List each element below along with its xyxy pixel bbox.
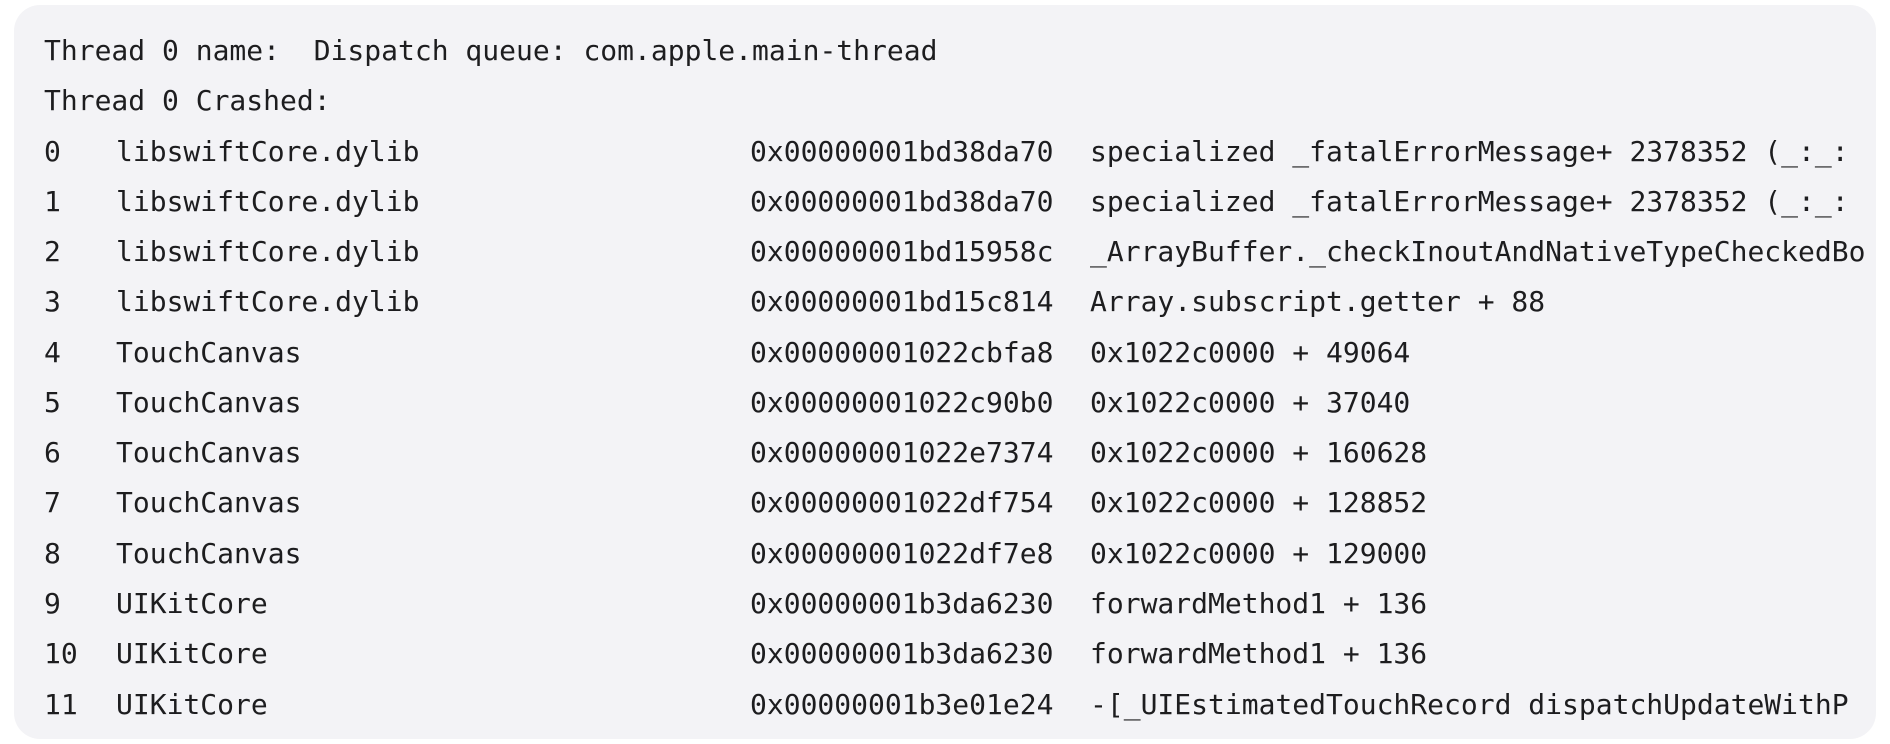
frame-image: UIKitCore (116, 637, 268, 670)
frame-address: 0x00000001022cbfa8 (750, 336, 1054, 369)
frame-image: UIKitCore (116, 587, 268, 620)
stack-frame-row: 10 UIKitCore 0x00000001b3da6230 forwardM… (44, 637, 1876, 671)
frame-address: 0x00000001bd15c814 (750, 285, 1054, 318)
frame-index: 0 (44, 135, 61, 168)
frame-index: 9 (44, 587, 61, 620)
frame-symbol: specialized _fatalErrorMessage+ 2378352 … (1090, 185, 1849, 218)
frame-index: 8 (44, 537, 61, 570)
crash-log-code-block: Thread 0 name: Dispatch queue: com.apple… (14, 5, 1876, 739)
frame-symbol: forwardMethod1 + 136 (1090, 637, 1428, 670)
stack-frame-row: 4 TouchCanvas 0x00000001022cbfa8 0x1022c… (44, 336, 1876, 370)
stack-frame-row: 8 TouchCanvas 0x00000001022df7e8 0x1022c… (44, 537, 1876, 571)
frame-index: 11 (44, 688, 78, 721)
frame-image: TouchCanvas (116, 386, 302, 419)
frame-image: libswiftCore.dylib (116, 135, 420, 168)
frame-address: 0x00000001022df7e8 (750, 537, 1054, 570)
frame-address: 0x00000001b3da6230 (750, 637, 1054, 670)
frame-index: 5 (44, 386, 61, 419)
frame-image: TouchCanvas (116, 336, 302, 369)
stack-frame-row: 3 libswiftCore.dylib 0x00000001bd15c814 … (44, 285, 1876, 319)
frame-symbol: -[_UIEstimatedTouchRecord dispatchUpdate… (1090, 688, 1849, 721)
frame-symbol: 0x1022c0000 + 37040 (1090, 386, 1411, 419)
frame-address: 0x00000001022df754 (750, 486, 1054, 519)
frame-index: 3 (44, 285, 61, 318)
stack-frame-row: 1 libswiftCore.dylib 0x00000001bd38da70 … (44, 185, 1876, 219)
frame-symbol: specialized _fatalErrorMessage+ 2378352 … (1090, 135, 1849, 168)
frame-index: 2 (44, 235, 61, 268)
stack-frame-row: 11 UIKitCore 0x00000001b3e01e24 -[_UIEst… (44, 688, 1876, 722)
stack-frame-row: 2 libswiftCore.dylib 0x00000001bd15958c … (44, 235, 1876, 269)
frame-index: 10 (44, 637, 78, 670)
frame-address: 0x00000001bd38da70 (750, 185, 1054, 218)
frame-image: libswiftCore.dylib (116, 185, 420, 218)
frame-address: 0x00000001022c90b0 (750, 386, 1054, 419)
stack-frame-row: 9 UIKitCore 0x00000001b3da6230 forwardMe… (44, 587, 1876, 621)
stack-frame-row: 7 TouchCanvas 0x00000001022df754 0x1022c… (44, 486, 1876, 520)
frame-image: TouchCanvas (116, 486, 302, 519)
frame-address: 0x00000001bd15958c (750, 235, 1054, 268)
frame-image: libswiftCore.dylib (116, 285, 420, 318)
frame-index: 7 (44, 486, 61, 519)
frame-address: 0x00000001b3e01e24 (750, 688, 1054, 721)
frame-symbol: 0x1022c0000 + 129000 (1090, 537, 1428, 570)
stack-frame-row: 5 TouchCanvas 0x00000001022c90b0 0x1022c… (44, 386, 1876, 420)
frame-symbol: _ArrayBuffer._checkInoutAndNativeTypeChe… (1090, 235, 1866, 268)
thread-crashed-line: Thread 0 Crashed: (44, 84, 331, 117)
frame-index: 1 (44, 185, 61, 218)
frame-index: 6 (44, 436, 61, 469)
thread-name-line: Thread 0 name: Dispatch queue: com.apple… (44, 34, 938, 67)
frame-image: TouchCanvas (116, 436, 302, 469)
frame-symbol: 0x1022c0000 + 160628 (1090, 436, 1428, 469)
frame-image: UIKitCore (116, 688, 268, 721)
frame-image: TouchCanvas (116, 537, 302, 570)
stack-frame-row: 0 libswiftCore.dylib 0x00000001bd38da70 … (44, 135, 1876, 169)
frame-address: 0x00000001bd38da70 (750, 135, 1054, 168)
frame-address: 0x00000001b3da6230 (750, 587, 1054, 620)
frame-symbol: 0x1022c0000 + 128852 (1090, 486, 1428, 519)
frame-symbol: Array.subscript.getter + 88 (1090, 285, 1546, 318)
frame-index: 4 (44, 336, 61, 369)
frame-symbol: 0x1022c0000 + 49064 (1090, 336, 1411, 369)
frame-address: 0x00000001022e7374 (750, 436, 1054, 469)
frame-symbol: forwardMethod1 + 136 (1090, 587, 1428, 620)
frame-image: libswiftCore.dylib (116, 235, 420, 268)
stack-frame-row: 6 TouchCanvas 0x00000001022e7374 0x1022c… (44, 436, 1876, 470)
